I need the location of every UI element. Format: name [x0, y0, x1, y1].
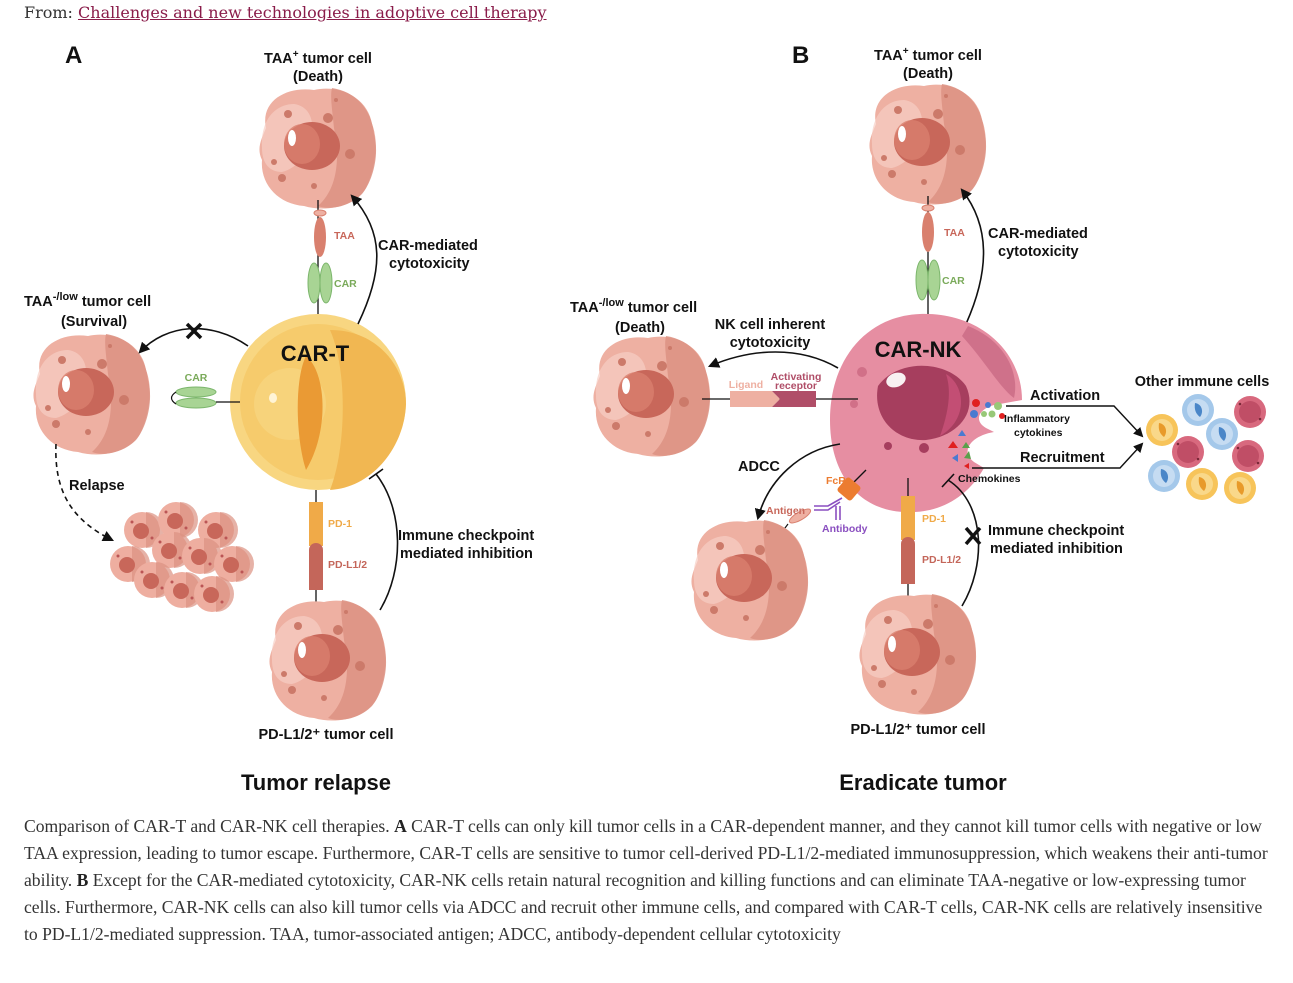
relapsed-tumor-cluster	[110, 502, 254, 612]
inflammatory-cytokines-icon	[970, 399, 1005, 419]
antibody-label: Antibody	[822, 523, 868, 535]
activating-receptor-line1: Activating	[771, 371, 822, 383]
panel-a-taa-label: TAA	[334, 230, 355, 242]
panel-b-car-mediated-line1: CAR-mediated	[988, 226, 1088, 242]
panel-a-checkpoint-line1: Immune checkpoint	[398, 528, 534, 544]
panel-b-checkpoint-line2: mediated inhibition	[990, 541, 1123, 557]
nk-inherent-arrow	[707, 351, 839, 369]
caption-intro: Comparison of CAR-T and CAR-NK cell ther…	[24, 816, 395, 836]
panel-a-pdl1	[309, 543, 323, 590]
panel-a-car-mediated-line2: cytotoxicity	[389, 256, 470, 272]
panel-a-taa-antigen	[314, 217, 326, 257]
panel-b-taa-neg-title: TAA-/low tumor cell	[570, 297, 697, 316]
activating-receptor-shape	[772, 391, 816, 407]
nk-inherent-line1: NK cell inherent	[715, 317, 826, 333]
activation-arrow	[1006, 405, 1144, 438]
panel-a-taa-neg-status: (Survival)	[61, 314, 127, 330]
caption-a-label: A	[394, 816, 407, 836]
antigen-label: Antigen	[766, 505, 805, 517]
panel-b-letter: B	[792, 42, 809, 69]
checkpoint-blocked-x-icon	[964, 526, 982, 546]
panel-b-car-label: CAR	[942, 275, 965, 287]
figure-caption: Comparison of CAR-T and CAR-NK cell ther…	[24, 813, 1274, 948]
panel-a-taa-pos-status: (Death)	[293, 69, 343, 85]
car-nk-label: CAR-NK	[875, 337, 962, 362]
blocked-x-icon	[185, 322, 203, 340]
panel-b-car-mediated-line2: cytotoxicity	[998, 244, 1079, 260]
antigen-shape	[788, 508, 812, 524]
fcr-label: FcR	[826, 475, 846, 487]
panel-a-pdl1-tumor-cell	[269, 600, 387, 721]
panel-b-pd1-label: PD-1	[922, 513, 946, 525]
panel-a-taa-pos-tumor-cell	[259, 88, 377, 209]
relapse-label: Relapse	[69, 478, 125, 494]
panel-a-taa-neg-title: TAA-/low tumor cell	[24, 291, 151, 310]
nk-inherent-line2: cytotoxicity	[730, 335, 811, 351]
source-line: From: Challenges and new technologies in…	[24, 3, 547, 22]
panel-b-pdl1	[901, 537, 915, 584]
panel-b-checkpoint-line1: Immune checkpoint	[988, 523, 1124, 539]
caption-b-text: Except for the CAR-mediated cytotoxicity…	[24, 870, 1263, 944]
fcr-shape	[837, 477, 861, 501]
car-t-cell	[230, 314, 406, 490]
antibody-shape	[814, 497, 843, 520]
panel-a-taa-pos-title: TAA+ tumor cell	[264, 49, 372, 67]
source-prefix: From:	[24, 3, 79, 22]
panel-b-pd1	[901, 496, 915, 540]
chemokines-label: Chemokines	[958, 473, 1021, 485]
recruitment-label: Recruitment	[1020, 450, 1105, 466]
panel-a-pd1	[309, 502, 323, 546]
panel-a-taa-neg-tumor-cell	[33, 334, 151, 455]
adcc-label: ADCC	[738, 459, 780, 475]
panel-b-taa-pos-status: (Death)	[903, 66, 953, 82]
panel-a-bottom-cell-label: PD-L1/2⁺ tumor cell	[259, 727, 394, 743]
inflammatory-line2: cytokines	[1014, 427, 1063, 439]
activation-label: Activation	[1030, 388, 1100, 404]
activating-receptor-line2: receptor	[775, 380, 817, 392]
panel-a-checkpoint-line2: mediated inhibition	[400, 546, 533, 562]
panel-a-car-label-top: CAR	[334, 278, 357, 290]
panel-b-pdl1-tumor-cell	[859, 594, 977, 715]
other-immune-cells	[1146, 394, 1266, 504]
ligand-label: Ligand	[729, 379, 763, 391]
panel-a-car-receptor	[319, 262, 333, 304]
panel-b-checkpoint-arrow	[947, 479, 980, 607]
recruitment-arrow	[972, 442, 1144, 469]
panel-b-taa-neg-status: (Death)	[615, 320, 665, 336]
panel-b-adcc-tumor-cell	[691, 520, 809, 641]
panel-b-car-receptor	[927, 259, 941, 301]
adcc-arrow	[754, 443, 841, 521]
panel-b-taa-pos-tumor-cell	[869, 84, 987, 205]
ligand-shape	[730, 391, 780, 407]
panel-a-pd1-label: PD-1	[328, 518, 352, 530]
panel-a-outcome: Tumor relapse	[241, 770, 391, 795]
panel-a-car-mediated-line1: CAR-mediated	[378, 238, 478, 254]
panel-b-taa-neg-tumor-cell	[593, 336, 711, 457]
panel-b-taa-pos-title: TAA+ tumor cell	[874, 46, 982, 64]
panel-a-checkpoint-arrow	[375, 473, 399, 611]
chemokines-icon	[948, 430, 971, 469]
panel-a-car-free	[175, 397, 217, 409]
car-t-label: CAR-T	[281, 341, 350, 366]
panel-a-car-label-left: CAR	[185, 372, 208, 384]
panel-b-taa-antigen	[922, 212, 934, 252]
panel-a-letter: A	[65, 42, 82, 69]
panel-b-bottom-cell-label: PD-L1/2⁺ tumor cell	[851, 722, 986, 738]
caption-a-text: CAR-T cells can only kill tumor cells in…	[24, 816, 1268, 890]
caption-b-label: B	[76, 870, 89, 890]
panel-b-pdl1-label: PD-L1/2	[922, 554, 961, 566]
panel-b-outcome: Eradicate tumor	[839, 770, 1007, 795]
figure-diagram: A TAA+ tumor cell (Death) TAA CAR CAR-T …	[24, 42, 1270, 795]
panel-b-taa-label: TAA	[944, 227, 965, 239]
article-link[interactable]: Challenges and new technologies in adopt…	[78, 3, 547, 22]
car-nk-cell	[830, 313, 1022, 513]
panel-a-pdl1-label: PD-L1/2	[328, 559, 367, 571]
inflammatory-line1: Inflammatory	[1004, 413, 1070, 425]
panel-b-car-mediated-arrow	[960, 188, 985, 325]
panel-a-car-mediated-arrow	[350, 194, 378, 325]
other-immune-label: Other immune cells	[1135, 374, 1270, 390]
